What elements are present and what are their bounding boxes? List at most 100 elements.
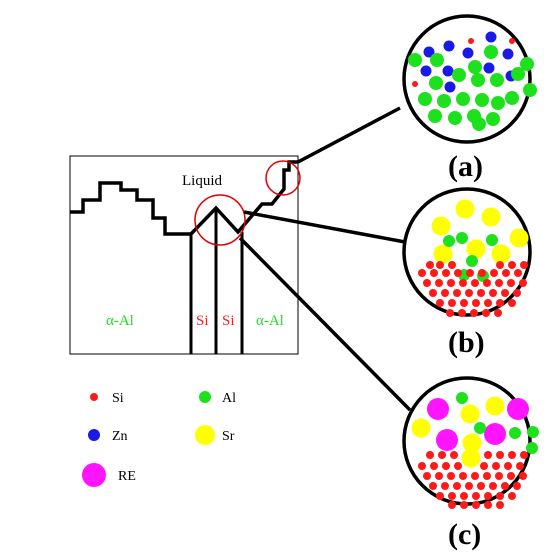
si-atom bbox=[484, 299, 492, 307]
re-atom bbox=[484, 423, 506, 445]
si-atom bbox=[519, 472, 527, 480]
si-atom bbox=[470, 309, 478, 317]
zn-atom bbox=[483, 62, 495, 74]
si-atom bbox=[504, 462, 512, 470]
si-atom bbox=[492, 462, 500, 470]
legend-zn-label: Zn bbox=[112, 429, 128, 444]
si-atom bbox=[435, 279, 443, 287]
al-atom bbox=[471, 73, 485, 87]
liquid-label: Liquid bbox=[182, 173, 222, 189]
interface-frame bbox=[69, 155, 299, 355]
al-atom bbox=[486, 112, 500, 126]
si-atom bbox=[438, 451, 446, 459]
sr-atom bbox=[481, 207, 501, 227]
si-atom bbox=[458, 309, 466, 317]
zn-atom bbox=[423, 46, 435, 58]
si-atom bbox=[423, 472, 431, 480]
si-atom bbox=[513, 482, 521, 490]
sr-atom bbox=[460, 404, 480, 424]
si-atom bbox=[460, 299, 468, 307]
al-atom bbox=[430, 53, 444, 67]
panel-c-label: (c) bbox=[448, 518, 481, 551]
legend-zn-dot bbox=[88, 429, 100, 441]
si-atom bbox=[516, 462, 524, 470]
si-atom bbox=[430, 269, 438, 277]
al-atom bbox=[509, 427, 521, 439]
panel-c-atoms bbox=[411, 392, 539, 509]
re-atom bbox=[507, 398, 529, 420]
si-atom bbox=[465, 482, 473, 490]
al-atom bbox=[472, 117, 486, 131]
sr-atom bbox=[509, 228, 529, 248]
si-atom bbox=[508, 261, 516, 269]
legend-re-label: RE bbox=[118, 469, 136, 484]
si-atom bbox=[436, 299, 444, 307]
panel-a-label: (a) bbox=[448, 150, 483, 183]
si-atom bbox=[508, 492, 516, 500]
al-atom bbox=[475, 93, 489, 107]
interface-profile bbox=[70, 160, 298, 236]
al-atom bbox=[456, 232, 468, 244]
al-atom bbox=[490, 73, 504, 87]
legend-sr-label: Sr bbox=[222, 429, 235, 444]
sr-atom bbox=[411, 418, 431, 438]
zn-atom bbox=[442, 65, 454, 77]
sr-atom bbox=[491, 244, 511, 264]
si-atom bbox=[446, 309, 454, 317]
si-atom bbox=[436, 261, 444, 269]
al-atom bbox=[456, 392, 468, 404]
si-atom bbox=[459, 472, 467, 480]
legend-sr-dot bbox=[195, 425, 215, 445]
si-atom bbox=[448, 299, 456, 307]
si-atom bbox=[501, 289, 509, 297]
sr-atom bbox=[485, 396, 505, 416]
al-atom bbox=[443, 235, 455, 247]
si-atom bbox=[435, 472, 443, 480]
zn-atom bbox=[485, 31, 497, 43]
si-atom bbox=[426, 261, 434, 269]
si-atom bbox=[418, 462, 426, 470]
si-atom bbox=[448, 261, 456, 269]
si-atom bbox=[466, 269, 474, 277]
si-atom bbox=[513, 289, 521, 297]
si-atom bbox=[496, 261, 504, 269]
al-atom bbox=[466, 255, 478, 267]
si-atom bbox=[429, 482, 437, 490]
alpha-al-right-label: α-Al bbox=[256, 313, 284, 329]
si-atom bbox=[483, 279, 491, 287]
si-atom bbox=[441, 482, 449, 490]
si-atom bbox=[495, 279, 503, 287]
si-atom bbox=[484, 501, 492, 509]
connector-line-c bbox=[238, 236, 412, 412]
highlight-circle-a bbox=[265, 160, 301, 196]
si-atom bbox=[472, 501, 480, 509]
si-atom bbox=[489, 482, 497, 490]
si-atom bbox=[471, 472, 479, 480]
si-atom bbox=[507, 472, 515, 480]
si-atom bbox=[502, 269, 510, 277]
sr-atom bbox=[455, 199, 475, 219]
al-atom bbox=[527, 426, 539, 438]
si-atom bbox=[472, 299, 480, 307]
si-atom bbox=[459, 279, 467, 287]
sr-atom bbox=[461, 448, 481, 468]
si-atom bbox=[412, 81, 418, 87]
panel-b-atoms bbox=[418, 199, 529, 317]
si-atom bbox=[520, 451, 528, 459]
panel-b-label: (b) bbox=[448, 326, 485, 359]
si-right-label: Si bbox=[222, 313, 235, 329]
sr-atom bbox=[431, 216, 451, 236]
si-atom bbox=[447, 472, 455, 480]
si-atom bbox=[478, 269, 486, 277]
al-atom bbox=[523, 83, 537, 97]
si-atom bbox=[508, 451, 516, 459]
si-atom bbox=[482, 309, 490, 317]
al-atom bbox=[486, 234, 498, 246]
si-atom bbox=[514, 269, 522, 277]
sr-atom bbox=[466, 239, 486, 259]
al-atom bbox=[484, 45, 498, 59]
legend-si-label: Si bbox=[112, 391, 124, 406]
al-atom bbox=[437, 94, 451, 108]
zn-atom bbox=[502, 48, 514, 60]
